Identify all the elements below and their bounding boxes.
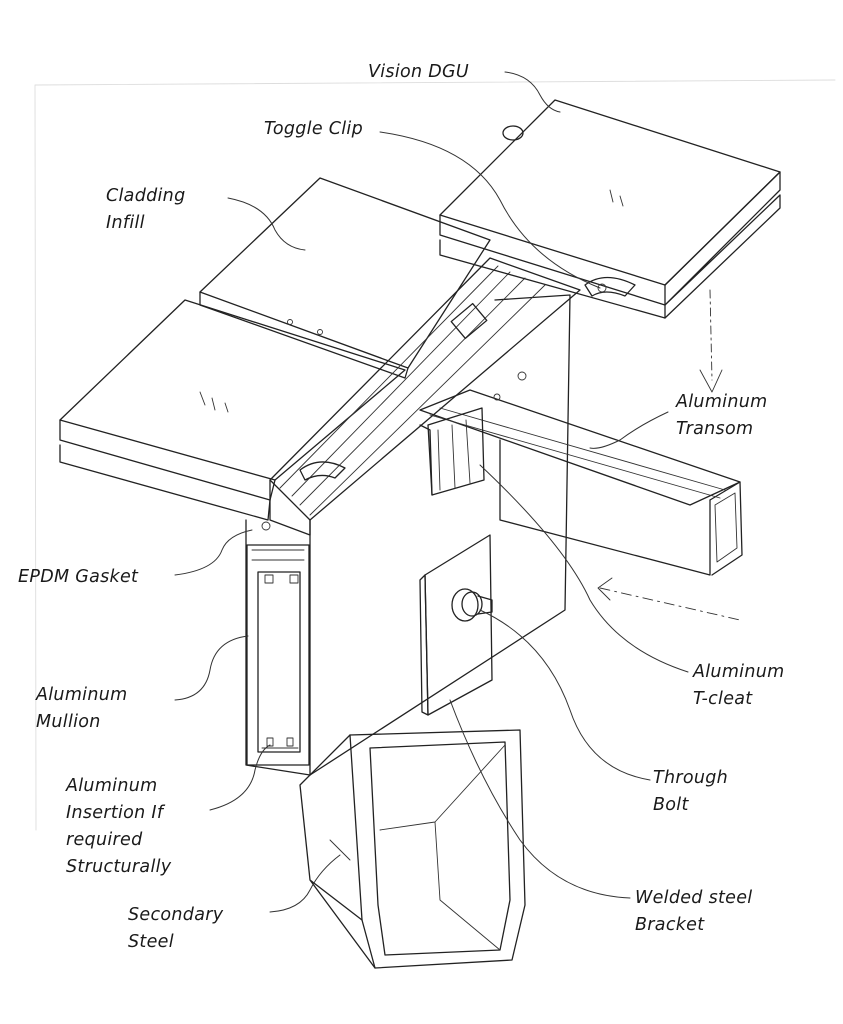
aluminum-t-cleat [419, 407, 485, 496]
label-aluminum-t-cleat: Aluminum T-cleat [693, 662, 785, 709]
leader-aluminum-transom [589, 411, 669, 449]
through-bolt [451, 588, 493, 622]
label-welded-steel-bracket: Welded steel Bracket [635, 888, 753, 935]
installation-arrow-down [699, 289, 723, 393]
installation-arrow-left [597, 577, 741, 621]
leader-aluminum-mullion [174, 635, 249, 701]
screw [261, 521, 271, 531]
screw [493, 393, 501, 401]
left-panel [59, 299, 406, 521]
toggle-clip [584, 276, 636, 297]
mullion-body [245, 294, 571, 776]
leader-secondary-steel [269, 854, 341, 913]
secondary-steel-section [299, 729, 526, 969]
leader-toggle-clip [379, 131, 601, 289]
aluminum-transom [419, 389, 743, 576]
screw [517, 371, 527, 381]
leader-aluminum-insertion [209, 744, 271, 811]
leader-through-bolt [479, 609, 651, 781]
label-through-bolt: Through Bolt [653, 768, 729, 815]
welded-steel-bracket [419, 534, 493, 716]
leader-epdm-gasket [174, 529, 253, 576]
page-frame [34, 79, 836, 831]
mullion-rail [269, 257, 581, 536]
label-epdm-gasket: EPDM Gasket [18, 567, 139, 587]
cladding-infill-panel [199, 177, 491, 379]
label-aluminum-transom: Aluminum Transom [676, 392, 768, 439]
leader-welded-bracket [449, 699, 631, 899]
label-toggle-clip: Toggle Clip [264, 119, 363, 139]
leader-vision-dgu [504, 71, 561, 113]
label-secondary-steel: Secondary Steel [128, 905, 224, 952]
label-aluminum-mullion: Aluminum Mullion [36, 685, 128, 732]
vision-dgu-panel [439, 99, 781, 319]
label-vision-dgu: Vision DGU [368, 62, 470, 82]
leader-t-cleat [479, 464, 689, 673]
leader-cladding-infill [227, 197, 306, 251]
label-cladding-infill: Cladding Infill [106, 186, 186, 233]
label-aluminum-insertion: Aluminum Insertion If required Structura… [66, 776, 172, 877]
